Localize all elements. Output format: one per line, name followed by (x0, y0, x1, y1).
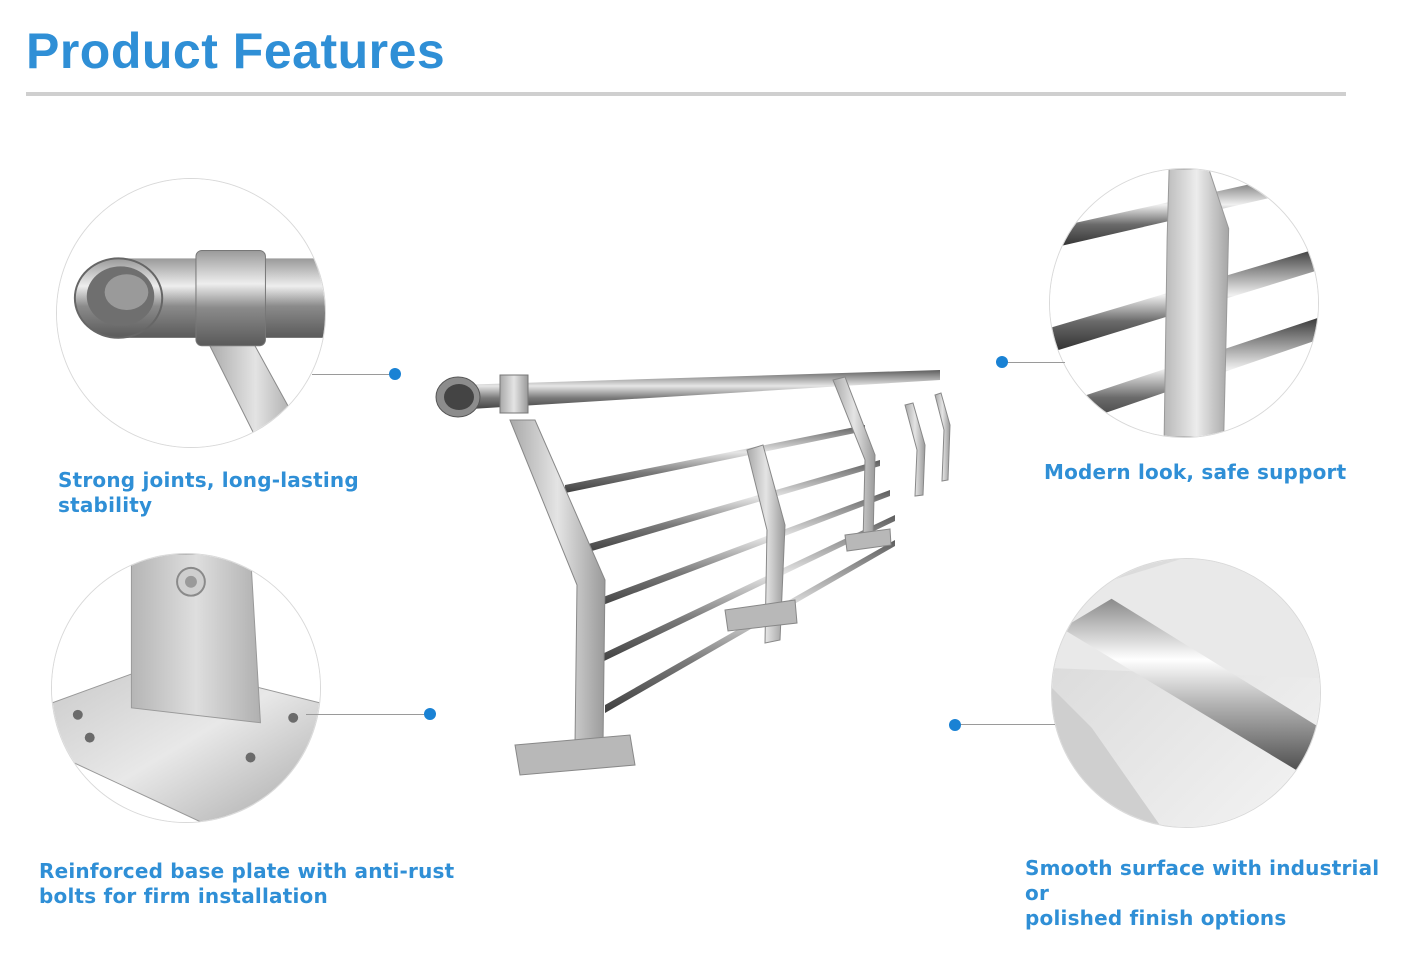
joint-callout-dot (389, 368, 401, 380)
surface-caption-line2: polished finish options (1025, 906, 1287, 930)
base-plate-caption-line2: bolts for firm installation (39, 884, 328, 908)
base-plate-closeup-image (51, 553, 321, 823)
joint-closeup-image (56, 178, 326, 448)
modern-look-callout-dot (996, 356, 1008, 368)
modern-look-connector-line (1003, 362, 1065, 363)
polished-tube-closeup-image (1051, 558, 1321, 828)
joint-connector-line (312, 374, 396, 375)
base-plate-caption-line1: Reinforced base plate with anti-rust (39, 859, 455, 883)
post-rails-closeup-image (1049, 168, 1319, 438)
surface-caption-line1: Smooth surface with industrial or (1025, 856, 1380, 905)
page-title: Product Features (26, 23, 446, 79)
joint-caption-line1: Strong joints, long-lasting (58, 468, 359, 492)
modern-look-caption-line1: Modern look, safe support (1044, 460, 1347, 484)
base-plate-caption: Reinforced base plate with anti-rust bol… (39, 859, 454, 909)
joint-caption-line2: stability (58, 493, 153, 517)
title-divider (26, 92, 1346, 96)
surface-caption: Smooth surface with industrial or polish… (1025, 856, 1410, 931)
modern-look-caption: Modern look, safe support (1044, 460, 1346, 485)
base-plate-connector-line (306, 714, 424, 715)
joint-caption: Strong joints, long-lasting stability (58, 468, 359, 518)
surface-connector-line (955, 724, 1055, 725)
surface-callout-dot (949, 719, 961, 731)
guardrail-product-image (435, 370, 951, 776)
base-plate-callout-dot (424, 708, 436, 720)
